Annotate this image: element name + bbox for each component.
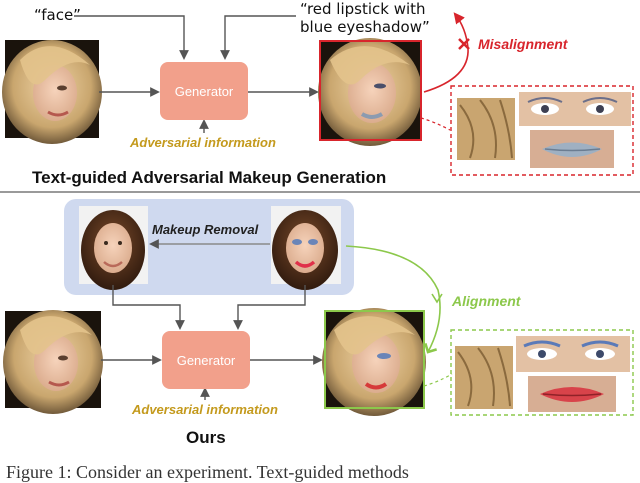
- clean-ref-to-generator-arrow: [112, 285, 185, 330]
- section-title-bottom: Ours: [186, 428, 226, 447]
- detail-box-bottom: [450, 329, 634, 416]
- section-title-top: Text-guided Adversarial Makeup Generatio…: [32, 168, 387, 187]
- makeup-prompt-text-line1: “red lipstick with: [300, 0, 426, 18]
- generator-label-bottom: Generator: [176, 352, 236, 368]
- detail-connector-top: [420, 117, 451, 131]
- clean-reference-face-photo: [79, 206, 148, 290]
- detail-eyes-patch-top: [519, 92, 631, 126]
- makeup-removal-label: Makeup Removal: [152, 222, 259, 237]
- alignment-label: Alignment: [452, 293, 521, 309]
- detail-lips-patch-top: [530, 130, 614, 168]
- makeup-reference-face-photo: [271, 206, 341, 290]
- adversarial-label-bottom: Adversarial information: [132, 402, 278, 417]
- generator-box-bottom: Generator: [162, 331, 250, 389]
- makeup-prompt-arrow: [220, 15, 296, 60]
- detail-lips-patch-bottom: [528, 376, 616, 412]
- adversarial-label-top: Adversarial information: [130, 135, 276, 150]
- alignment-check-icon: [431, 293, 443, 304]
- face-prompt-arrow: [74, 15, 189, 60]
- misalignment-label: Misalignment: [478, 36, 568, 52]
- detail-connector-bottom: [423, 373, 453, 387]
- alignment-arrow: [345, 245, 441, 354]
- output-face-photo-top: [318, 38, 422, 146]
- misalignment-cross-icon: [458, 38, 470, 50]
- makeup-prompt-text-line2: blue eyeshadow”: [300, 18, 430, 36]
- source-face-photo-top: [2, 40, 102, 144]
- output-face-photo-bottom: [322, 308, 426, 416]
- detail-hair-patch-top: [457, 98, 515, 160]
- figure-caption: Figure 1: Consider an experiment. Text-g…: [6, 462, 409, 482]
- makeup-ref-to-generator-arrow: [233, 285, 306, 330]
- detail-eyes-patch-bottom: [516, 336, 630, 372]
- detail-box-top: [450, 85, 634, 176]
- generator-box-top: Generator: [160, 62, 248, 120]
- source-face-photo-bottom: [3, 310, 103, 414]
- misalignment-arrow: [423, 12, 469, 93]
- generator-label-top: Generator: [174, 83, 234, 99]
- face-prompt-text: “face”: [34, 6, 81, 24]
- detail-hair-patch-bottom: [455, 346, 513, 409]
